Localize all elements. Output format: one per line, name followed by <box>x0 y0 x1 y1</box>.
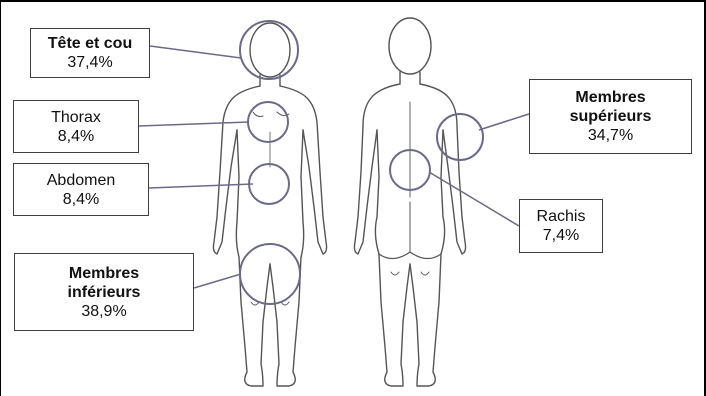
label-thorax: Thorax 8,4% <box>13 100 139 153</box>
label-tete-cou-name: Tête et cou <box>48 34 132 53</box>
connector-membres-inf <box>194 274 241 288</box>
label-membres-inf-value: 38,9% <box>81 302 126 321</box>
circle-abdomen <box>249 164 289 204</box>
label-abdomen: Abdomen 8,4% <box>13 163 149 216</box>
label-abdomen-value: 8,4% <box>63 190 99 209</box>
label-rachis-value: 7,4% <box>543 226 579 245</box>
circle-thorax <box>248 102 288 142</box>
label-tete-cou-value: 37,4% <box>67 53 112 72</box>
back-head <box>389 18 431 74</box>
connector-thorax <box>139 122 249 126</box>
label-membres-sup-name-1: Membres <box>575 88 645 107</box>
front-head <box>250 23 290 77</box>
label-membres-sup-name-2: supérieurs <box>570 107 652 126</box>
label-membres-sup-value: 34,7% <box>588 126 633 145</box>
label-thorax-name: Thorax <box>51 108 101 127</box>
label-thorax-value: 8,4% <box>58 127 94 146</box>
circle-membres-inf <box>240 244 300 304</box>
label-rachis-name: Rachis <box>537 207 586 226</box>
connector-abdomen <box>149 184 253 188</box>
connector-tete-cou <box>150 46 241 58</box>
label-membres-inf-name-1: Membres <box>69 264 139 283</box>
back-body-outline <box>354 18 465 386</box>
label-membres-inferieurs: Membres inférieurs 38,9% <box>14 253 194 331</box>
label-tete-cou: Tête et cou 37,4% <box>30 28 150 78</box>
label-membres-inf-name-2: inférieurs <box>68 283 141 302</box>
connector-membres-sup <box>479 114 529 130</box>
label-membres-superieurs: Membres supérieurs 34,7% <box>529 79 692 154</box>
label-abdomen-name: Abdomen <box>47 171 116 190</box>
label-rachis: Rachis 7,4% <box>519 199 603 253</box>
